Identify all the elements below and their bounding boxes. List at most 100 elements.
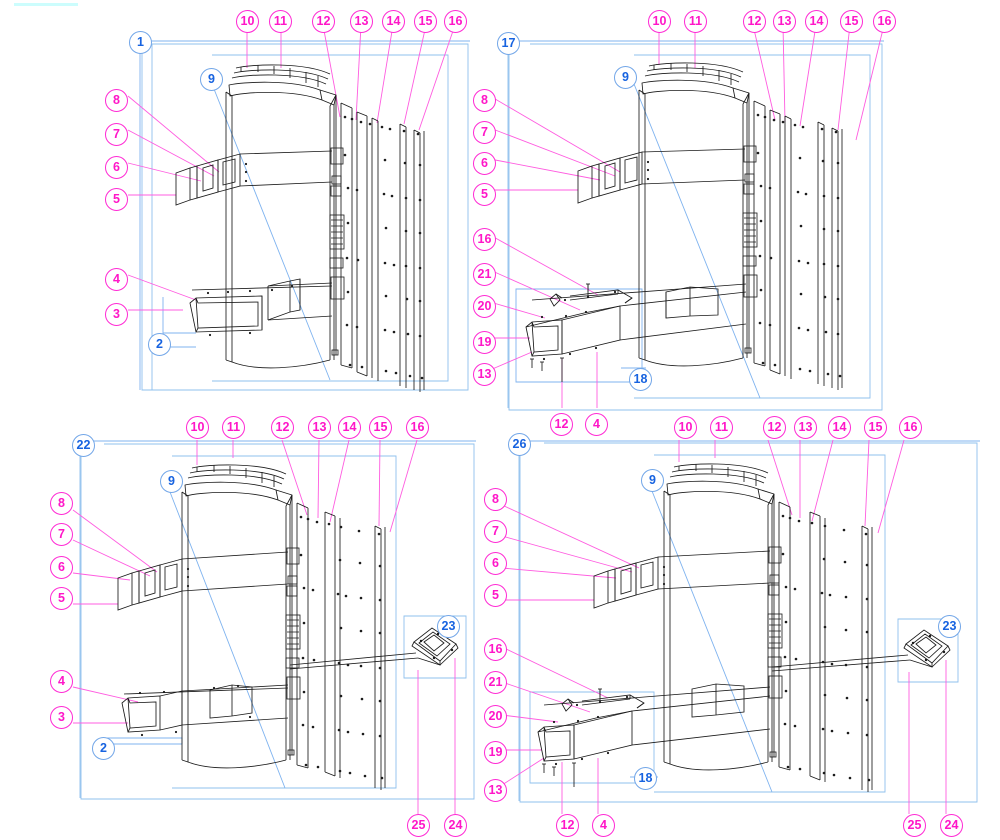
latch-module-assembly: [117, 551, 289, 611]
assembly-balloon-1[interactable]: 1: [129, 31, 152, 54]
part-balloon-5[interactable]: 5: [105, 188, 128, 211]
part-balloon-14[interactable]: 14: [828, 416, 851, 439]
door-geometry: [225, 64, 425, 392]
quadrant-2-geometry: [489, 24, 885, 411]
part-leaders: [72, 439, 456, 814]
fastener-dots: [756, 113, 842, 378]
part-balloon-13[interactable]: 13: [773, 10, 796, 33]
assembly-leaders: [510, 40, 884, 399]
assembly-balloon-2[interactable]: 2: [92, 737, 115, 760]
assembly-balloon-18[interactable]: 18: [634, 767, 657, 790]
part-balloon-15[interactable]: 15: [369, 416, 392, 439]
part-balloon-13[interactable]: 13: [794, 416, 817, 439]
assembly-balloon-9[interactable]: 9: [641, 469, 664, 492]
vent-dots: [206, 284, 294, 337]
part-balloon-13[interactable]: 13: [350, 10, 373, 33]
part-balloon-15[interactable]: 15: [864, 416, 887, 439]
fastener-dots: [343, 115, 424, 380]
part-balloon-8[interactable]: 8: [50, 492, 73, 515]
assembly-balloon-18[interactable]: 18: [629, 368, 652, 391]
part-balloon-16[interactable]: 16: [473, 228, 496, 251]
fastener-dots: [781, 514, 871, 782]
part-balloon-13[interactable]: 13: [484, 779, 507, 802]
part-balloon-7[interactable]: 7: [105, 123, 128, 146]
part-balloon-7[interactable]: 7: [473, 121, 496, 144]
part-balloon-20[interactable]: 20: [473, 295, 496, 318]
part-balloon-4[interactable]: 4: [50, 670, 73, 693]
part-balloon-3[interactable]: 3: [50, 706, 73, 729]
part-balloon-21[interactable]: 21: [484, 671, 507, 694]
door-pocket: [691, 683, 745, 718]
assembly-balloon-26[interactable]: 26: [508, 433, 531, 456]
part-balloon-11[interactable]: 11: [222, 416, 245, 439]
part-balloon-11[interactable]: 11: [710, 416, 733, 439]
part-balloon-5[interactable]: 5: [50, 587, 73, 610]
part-balloon-6[interactable]: 6: [50, 556, 73, 579]
part-balloon-6[interactable]: 6: [473, 152, 496, 175]
part-balloon-10[interactable]: 10: [236, 10, 259, 33]
part-balloon-8[interactable]: 8: [484, 488, 507, 511]
part-balloon-10[interactable]: 10: [186, 416, 209, 439]
part-balloon-10[interactable]: 10: [674, 416, 697, 439]
assembly-balloon-17[interactable]: 17: [497, 32, 520, 55]
part-balloon-16[interactable]: 16: [873, 10, 896, 33]
part-balloon-4[interactable]: 4: [585, 413, 608, 436]
part-balloon-19[interactable]: 19: [473, 331, 496, 354]
assembly-balloon-23[interactable]: 23: [437, 615, 460, 638]
part-balloon-16[interactable]: 16: [899, 416, 922, 439]
assembly-balloon-9[interactable]: 9: [200, 68, 223, 91]
part-balloon-8[interactable]: 8: [105, 89, 128, 112]
part-balloon-13[interactable]: 13: [308, 416, 331, 439]
assembly-balloon-22[interactable]: 22: [72, 434, 95, 457]
part-balloon-12[interactable]: 12: [550, 413, 573, 436]
assembly-balloon-9[interactable]: 9: [160, 470, 183, 493]
vent-module-assembly: [121, 684, 289, 733]
assembly-balloon-9[interactable]: 9: [614, 66, 637, 89]
part-balloon-15[interactable]: 15: [840, 10, 863, 33]
part-balloon-13[interactable]: 13: [473, 363, 496, 386]
quadrant-assembly-26: [480, 410, 1000, 840]
quadrant-1-geometry: [127, 24, 470, 392]
part-balloon-6[interactable]: 6: [105, 156, 128, 179]
quadrant-4-geometry: [501, 439, 980, 814]
part-balloon-7[interactable]: 7: [50, 523, 73, 546]
part-balloon-20[interactable]: 20: [484, 705, 507, 728]
part-balloon-24[interactable]: 24: [444, 814, 467, 837]
part-balloon-15[interactable]: 15: [414, 10, 437, 33]
part-balloon-4[interactable]: 4: [105, 268, 128, 291]
control-panel-details: [329, 147, 345, 356]
part-balloon-12[interactable]: 12: [743, 10, 766, 33]
part-balloon-25[interactable]: 25: [903, 814, 926, 837]
part-balloon-7[interactable]: 7: [484, 520, 507, 543]
part-balloon-4[interactable]: 4: [592, 814, 615, 837]
part-balloon-16[interactable]: 16: [484, 638, 507, 661]
part-balloon-16[interactable]: 16: [444, 10, 467, 33]
part-balloon-8[interactable]: 8: [473, 89, 496, 112]
part-balloon-3[interactable]: 3: [105, 303, 128, 326]
part-balloon-16[interactable]: 16: [406, 416, 429, 439]
part-balloon-11[interactable]: 11: [684, 10, 707, 33]
part-balloon-19[interactable]: 19: [484, 741, 507, 764]
part-balloon-12[interactable]: 12: [271, 416, 294, 439]
part-balloon-12[interactable]: 12: [312, 10, 335, 33]
assembly-balloon-23[interactable]: 23: [938, 615, 961, 638]
door-pocket: [665, 286, 719, 319]
latch-module-assembly: [593, 550, 771, 609]
part-balloon-5[interactable]: 5: [484, 584, 507, 607]
part-balloon-24[interactable]: 24: [940, 814, 963, 837]
part-balloon-14[interactable]: 14: [382, 10, 405, 33]
part-balloon-21[interactable]: 21: [473, 263, 496, 286]
part-balloon-12[interactable]: 12: [763, 416, 786, 439]
part-balloon-10[interactable]: 10: [648, 10, 671, 33]
part-balloon-5[interactable]: 5: [473, 183, 496, 206]
vent-duct-module-assembly: [525, 283, 747, 357]
part-balloon-14[interactable]: 14: [338, 416, 361, 439]
part-balloon-6[interactable]: 6: [484, 552, 507, 575]
part-balloon-14[interactable]: 14: [805, 10, 828, 33]
part-balloon-25[interactable]: 25: [407, 814, 430, 837]
assembly-balloon-2[interactable]: 2: [148, 333, 171, 356]
part-balloon-12[interactable]: 12: [556, 814, 579, 837]
part-balloon-11[interactable]: 11: [269, 10, 292, 33]
quadrant-assembly-17: [470, 0, 1000, 415]
